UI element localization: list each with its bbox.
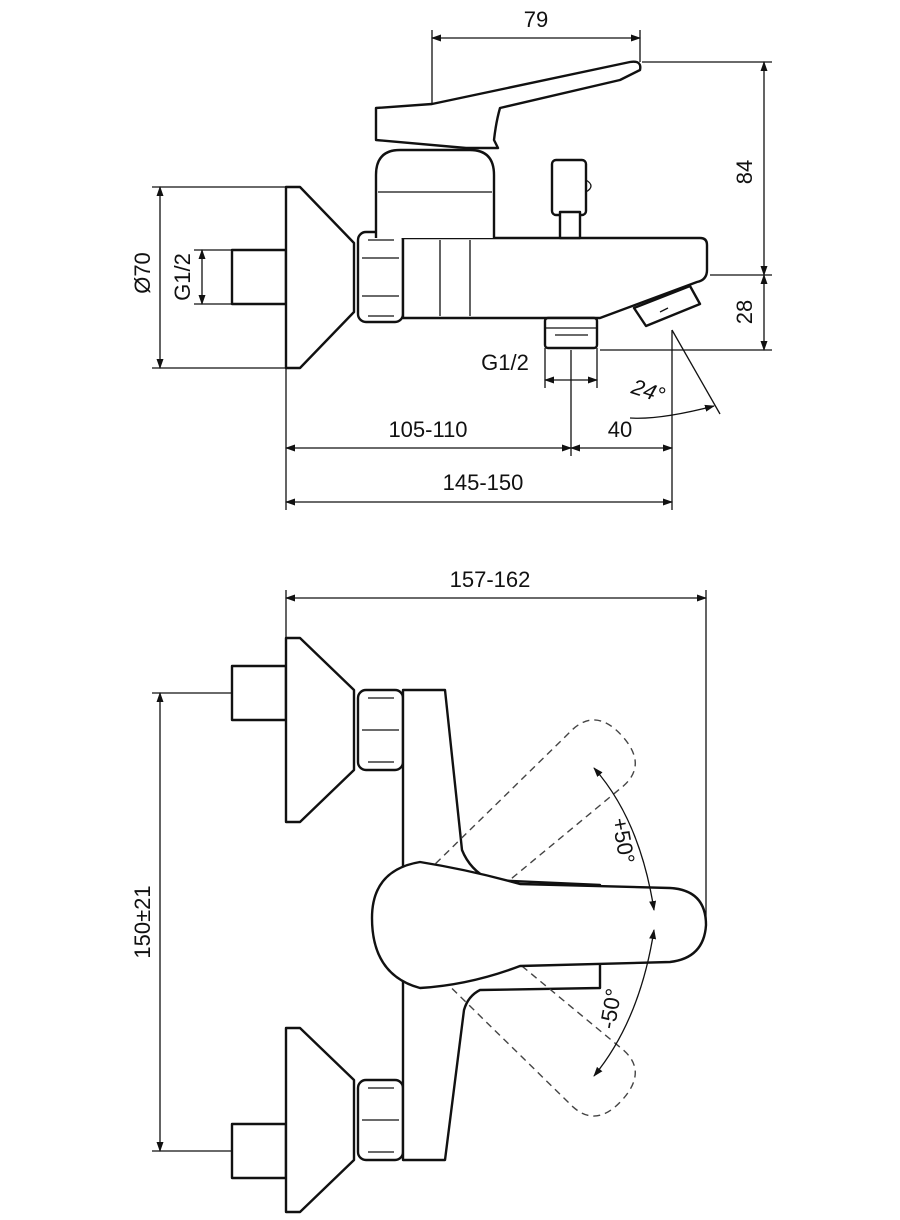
side-diverter-knob bbox=[550, 158, 588, 217]
top-lower-inlet-pipe bbox=[230, 1122, 288, 1180]
top-upper-inlet-pipe bbox=[230, 664, 288, 722]
side-hex-nut bbox=[356, 230, 405, 324]
top-lower-flange bbox=[284, 1026, 356, 1214]
dim-wall-to-spout-tip: 145-150 bbox=[443, 470, 524, 495]
dim-flange-diameter: Ø70 bbox=[130, 252, 155, 294]
dim-outlet-to-spout-tip: 40 bbox=[608, 417, 632, 442]
side-spout-outlet bbox=[632, 284, 702, 328]
dim-lever-rotation-down: -50° bbox=[595, 987, 627, 1031]
lever-position-up bbox=[400, 719, 636, 940]
dim-spout-height: 28 bbox=[732, 300, 757, 324]
top-upper-flange bbox=[284, 636, 356, 824]
side-shower-outlet bbox=[543, 316, 599, 350]
dim-lever-reach: 79 bbox=[524, 7, 548, 32]
dim-overall-depth: 157-162 bbox=[450, 567, 531, 592]
side-cartridge-housing bbox=[374, 148, 496, 238]
dim-wall-to-outlet: 105-110 bbox=[388, 417, 467, 442]
dim-spout-angle: 24° bbox=[628, 374, 669, 408]
side-lever-handle bbox=[374, 60, 642, 150]
side-view: 79 84 28 Ø70 G1/2 G1/2 24° 105- bbox=[130, 7, 772, 510]
side-mixer-body bbox=[401, 236, 709, 320]
dim-inlet-thread: G1/2 bbox=[170, 253, 195, 301]
dim-inlet-centres: 150±21 bbox=[130, 885, 155, 958]
side-wall-flange bbox=[284, 185, 356, 370]
dim-lever-rotation-up: +50° bbox=[607, 816, 640, 866]
dim-height-above-spout: 84 bbox=[732, 160, 757, 184]
dim-outlet-thread: G1/2 bbox=[481, 350, 529, 375]
top-view: 157-162 150±21 +50° -50° bbox=[130, 567, 708, 1214]
side-inlet-pipe bbox=[230, 248, 288, 306]
